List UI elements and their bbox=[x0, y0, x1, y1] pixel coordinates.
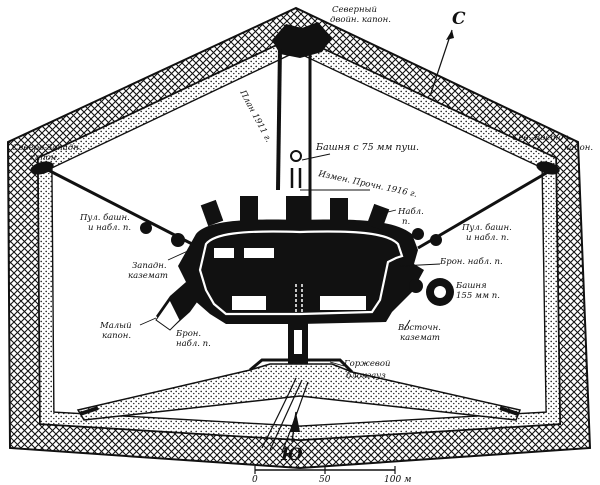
label-turret-75: Башня с 75 мм пуш. bbox=[315, 142, 419, 153]
label-northeast-caponier-2: капон. bbox=[564, 143, 593, 153]
north-arrow: С bbox=[429, 9, 466, 97]
label-mg-turret-left-2: и набл. п. bbox=[88, 222, 131, 233]
label-northeast-caponier-1: Сев.-Восточ. bbox=[512, 133, 571, 143]
label-mg-turret-left-1: Пул. башн. bbox=[79, 212, 130, 223]
northeast-caponier bbox=[536, 161, 560, 175]
label-obs-post-top-2: п. bbox=[402, 217, 410, 227]
label-east-casemate-2: каземат bbox=[400, 333, 440, 343]
label-northwest-caponier-1: Северо-Западн. bbox=[12, 143, 82, 153]
label-east-casemate-1: Восточн. bbox=[397, 323, 441, 333]
label-west-casemate-2: каземат bbox=[128, 271, 168, 281]
label-north-caponier-2: двойн. капон. bbox=[330, 15, 391, 25]
label-turret-155-1: Башня bbox=[455, 281, 487, 291]
label-gorge-blockhouse-1: Горжевой bbox=[343, 359, 390, 369]
label-armored-obs-left-2: набл. п. bbox=[176, 338, 211, 349]
gorge-rampart bbox=[76, 358, 522, 421]
label-turret-155-2: 155 мм п. bbox=[456, 291, 500, 301]
label-left-caponier-2: капон. bbox=[102, 331, 131, 341]
scale-tick-50: 50 bbox=[319, 475, 331, 485]
label-mg-turret-right-1: Пул. башн. bbox=[461, 222, 512, 233]
label-armored-obs-left-1: Брон. bbox=[175, 329, 201, 339]
label-left-caponier-1: Малый bbox=[99, 321, 132, 331]
north-label: С bbox=[452, 9, 466, 29]
leader-lines bbox=[139, 153, 441, 367]
south-arrow: Ю bbox=[280, 411, 303, 465]
label-west-casemate-1: Западн. bbox=[132, 261, 167, 271]
central-fort-body bbox=[140, 150, 454, 364]
scale-tick-100: 100 м bbox=[384, 475, 412, 485]
label-mg-turret-right-2: и набл. п. bbox=[466, 232, 509, 243]
label-north-caponier-1: Северный bbox=[332, 5, 377, 15]
north-caponier bbox=[272, 22, 332, 58]
scale-bar: 0 50 100 м bbox=[252, 466, 412, 485]
label-gorge-blockhouse-2: блокгауз bbox=[346, 370, 386, 381]
label-obs-post-top-1: Набл. bbox=[397, 206, 424, 217]
scale-tick-0: 0 bbox=[252, 475, 258, 485]
south-label: Ю bbox=[280, 445, 303, 465]
label-armored-obs: Брон. набл. п. bbox=[439, 256, 503, 267]
label-northwest-caponier-2: капон. bbox=[30, 153, 59, 163]
